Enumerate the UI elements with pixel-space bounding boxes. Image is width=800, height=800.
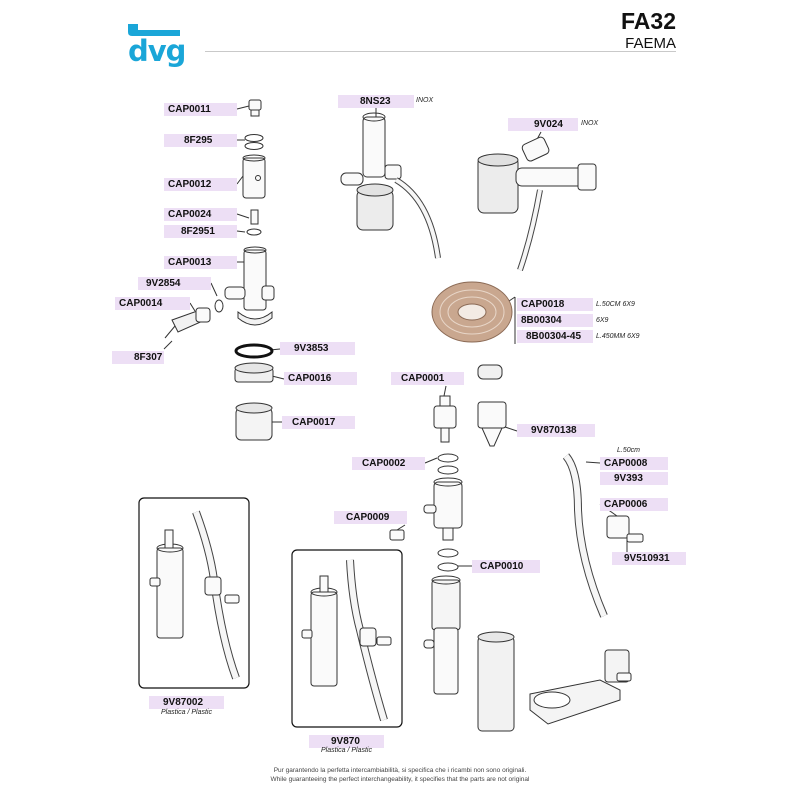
part-label-cap0013: CAP0013 — [164, 256, 237, 269]
part-label-cap0012: CAP0012 — [164, 178, 237, 191]
part-label-9v870: 9V870 — [309, 735, 384, 748]
part-label-cap0010: CAP0010 — [472, 560, 540, 573]
part-label-8f2951: 8F2951 — [164, 225, 237, 238]
part-label-cap0002: CAP0002 — [352, 457, 425, 470]
spec-8b00304-45: L.450MM 6X9 — [596, 333, 640, 340]
part-label-8ns23: 8NS23 — [338, 95, 414, 108]
brand-name: FAEMA — [625, 35, 676, 52]
length-note-cap0008: L.50cm — [617, 447, 640, 454]
part-label-cap0009: CAP0009 — [334, 511, 407, 524]
spec-cap0018: L.50CM 6X9 — [596, 301, 635, 308]
dvg-logo-mark — [128, 24, 180, 36]
material-note-9v024: INOX — [581, 120, 599, 127]
part-label-cap0017: CAP0017 — [282, 416, 355, 429]
part-label-cap0008: CAP0008 — [600, 457, 668, 470]
part-label-cap0014: CAP0014 — [115, 297, 190, 310]
part-label-8f295: 8F295 — [164, 134, 237, 147]
part-label-cap0006: CAP0006 — [600, 498, 668, 511]
part-label-9v87002: 9V87002 — [149, 696, 224, 709]
material-caption-9v87002: Plastica / Plastic — [161, 709, 212, 716]
part-label-cap0016: CAP0016 — [284, 372, 357, 385]
part-label-9v870138: 9V870138 — [517, 424, 595, 437]
part-label-9v024: 9V024 — [508, 118, 578, 131]
part-label-9v393: 9V393 — [600, 472, 668, 485]
header-divider — [205, 51, 676, 52]
material-caption-9v870: Plastica / Plastic — [321, 747, 372, 754]
part-label-9v3853: 9V3853 — [280, 342, 355, 355]
spec-8b00304: 6X9 — [596, 317, 609, 324]
part-label-8b00304: 8B00304 — [517, 314, 593, 327]
material-note-8ns23: INOX — [416, 97, 434, 104]
part-label-cap0001: CAP0001 — [391, 372, 464, 385]
part-label-cap0018: CAP0018 — [517, 298, 593, 311]
part-label-cap0011: CAP0011 — [164, 103, 237, 116]
footer-disclaimer-en: While guaranteeing the perfect interchan… — [270, 776, 530, 783]
model-code: FA32 — [621, 8, 676, 34]
part-label-8f307: 8F307 — [112, 351, 164, 364]
part-label-9v510931: 9V510931 — [612, 552, 686, 565]
part-label-9v2854: 9V2854 — [138, 277, 211, 290]
footer-disclaimer-it: Pur garantendo la perfetta intercambiabi… — [273, 767, 527, 774]
part-label-cap0024: CAP0024 — [164, 208, 237, 221]
dvg-logo: dvg — [128, 34, 186, 68]
part-label-8b00304-45: 8B00304-45 — [517, 330, 593, 343]
